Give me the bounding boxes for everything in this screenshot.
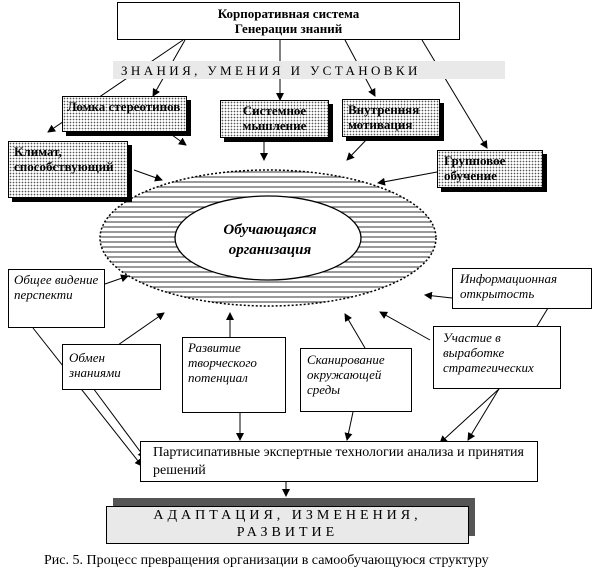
information-openness-box: Информационная открытость xyxy=(452,268,592,309)
result-banner-line-1: АДАПТАЦИЯ, ИЗМЕНЕНИЯ, xyxy=(153,508,422,523)
environment-scanning-box: Сканирование окружающей среды xyxy=(300,348,412,412)
stereotype-breaking-label: Ломка стереотипов xyxy=(67,99,181,114)
knowledge-exchange-label: Обмен знаниями xyxy=(69,350,121,380)
shared-vision-label: Общее видение перспекти xyxy=(14,272,99,302)
creative-potential-box: Развитие творческого потенциал xyxy=(182,337,286,413)
internal-motivation-label: Внутренняя мотивация xyxy=(348,102,420,132)
figure-caption: Рис. 5. Процесс превращения организации … xyxy=(44,553,489,568)
knowledge-banner-text: ЗНАНИЯ, УМЕНИЯ И УСТАНОВКИ xyxy=(121,63,421,78)
group-learning-box: Групповое обучение xyxy=(437,150,543,188)
creative-potential-label: Развитие творческого потенциал xyxy=(188,340,257,385)
title-line-1: Корпоративная система xyxy=(217,6,360,21)
title-line-2: Генерации знаний xyxy=(234,21,343,36)
environment-scanning-label: Сканирование окружающей среды xyxy=(307,352,385,397)
result-banner: АДАПТАЦИЯ, ИЗМЕНЕНИЯ, РАЗВИТИЕ xyxy=(106,506,469,544)
participative-technologies-box: Партисипативные экспертные технологии ан… xyxy=(140,441,538,482)
center-label-line-2: организация xyxy=(228,242,312,258)
climate-label: Климат, способствующий xyxy=(14,144,114,174)
center-label-line-1: Обучающаяся xyxy=(223,222,317,238)
information-openness-label: Информационная открытость xyxy=(460,271,557,301)
inner-ellipse xyxy=(174,195,362,281)
corporate-system-box: Корпоративная система Генерации знаний xyxy=(117,2,460,40)
result-banner-line-2: РАЗВИТИЕ xyxy=(236,525,339,540)
knowledge-exchange-box: Обмен знаниями xyxy=(62,344,161,390)
shared-vision-box: Общее видение перспекти xyxy=(8,269,105,328)
knowledge-banner: ЗНАНИЯ, УМЕНИЯ И УСТАНОВКИ xyxy=(113,61,505,79)
climate-box: Климат, способствующий xyxy=(8,141,128,198)
participative-technologies-label: Партисипативные экспертные технологии ан… xyxy=(153,445,524,478)
internal-motivation-box: Внутренняя мотивация xyxy=(342,99,440,137)
systems-thinking-box: Системное мышление xyxy=(220,100,329,138)
stereotype-breaking-box: Ломка стереотипов xyxy=(62,96,187,132)
strategy-participation-label: Участие в выработке стратегических xyxy=(443,330,534,375)
group-learning-label: Групповое обучение xyxy=(444,153,506,183)
learning-organization-label: Обучающаяся организация xyxy=(205,220,335,260)
systems-thinking-label: Системное мышление xyxy=(242,103,307,133)
strategy-participation-box: Участие в выработке стратегических xyxy=(433,326,561,389)
